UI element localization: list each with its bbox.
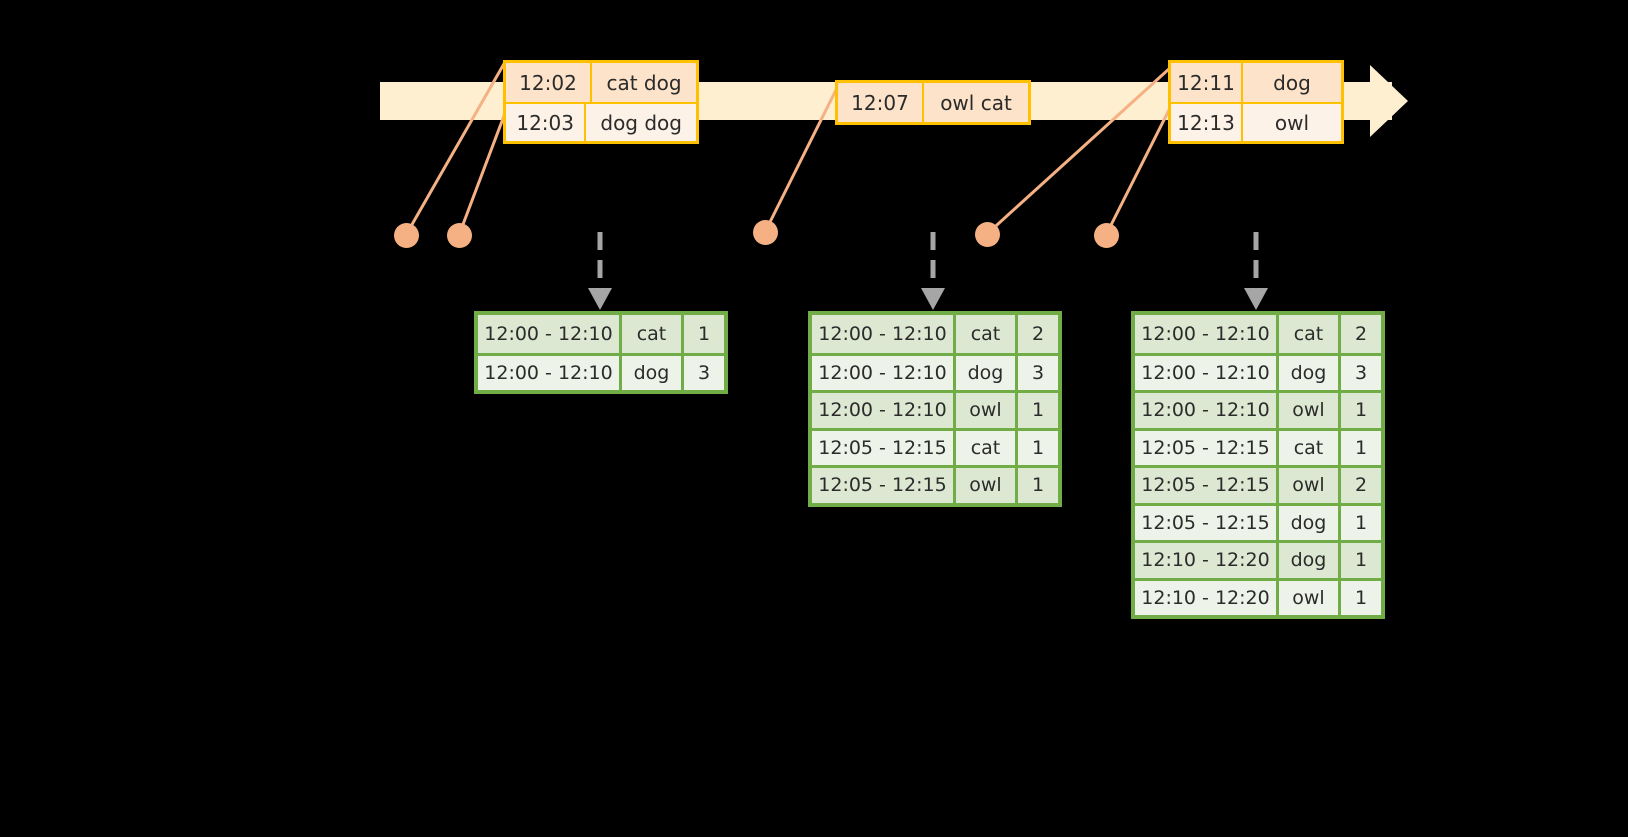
dot-1213-leader-line <box>1104 103 1174 236</box>
key-cell: owl <box>1279 468 1341 503</box>
event-group-3: 12:11 dog 12:13 owl <box>1168 60 1344 144</box>
event-row: 12:02 cat dog <box>506 63 696 102</box>
event-group-2: 12:07 owl cat <box>835 80 1031 125</box>
event-words: dog dog <box>600 110 682 135</box>
dot-1207 <box>752 219 778 245</box>
count-cell: 3 <box>1354 361 1368 384</box>
window-cell: 12:10 - 12:20 <box>1135 580 1279 615</box>
key-cell: dog <box>1279 505 1341 540</box>
window-cell: 12:05 - 12:15 <box>812 468 956 503</box>
timeline-arrow-head-icon <box>1370 65 1408 137</box>
event-words: owl cat <box>940 90 1012 115</box>
key-cell: dog <box>622 355 684 390</box>
window-cell: 12:05 - 12:15 <box>1135 505 1279 540</box>
key-cell: cat <box>622 315 684 353</box>
event-timestamp: 12:03 <box>506 104 587 141</box>
count-cell: 2 <box>1354 474 1368 497</box>
dot-1211 <box>974 221 1000 247</box>
event-timestamp: 12:07 <box>838 83 924 122</box>
window-cell: 12:00 - 12:10 <box>1135 355 1279 390</box>
dot-1203 <box>446 222 472 248</box>
event-row: 12:07 owl cat <box>838 83 1028 122</box>
key-cell: cat <box>1279 315 1341 353</box>
key-cell: dog <box>1279 543 1341 578</box>
count-cell: 3 <box>697 361 711 384</box>
window-cell: 12:10 - 12:20 <box>1135 543 1279 578</box>
window-cell: 12:00 - 12:10 <box>478 355 622 390</box>
count-cell: 1 <box>1354 549 1368 572</box>
window-cell: 12:05 - 12:15 <box>1135 430 1279 465</box>
event-words: owl <box>1274 110 1310 135</box>
key-cell: cat <box>956 430 1018 465</box>
count-cell: 3 <box>1031 361 1045 384</box>
count-cell: 2 <box>1031 322 1045 345</box>
dot-1213 <box>1093 222 1119 248</box>
count-cell: 1 <box>1354 436 1368 459</box>
window-cell: 12:00 - 12:10 <box>1135 393 1279 428</box>
event-words: cat dog <box>606 70 682 95</box>
key-cell: dog <box>1279 355 1341 390</box>
dash-arrow-3 <box>1244 232 1268 310</box>
count-cell: 2 <box>1354 322 1368 345</box>
count-cell: 1 <box>1031 436 1045 459</box>
event-row: 12:11 dog <box>1171 63 1341 102</box>
window-cell: 12:00 - 12:10 <box>812 315 956 353</box>
event-timestamp: 12:02 <box>506 63 592 102</box>
window-cell: 12:00 - 12:10 <box>812 355 956 390</box>
key-cell: cat <box>1279 430 1341 465</box>
dash-arrow-2 <box>921 232 945 310</box>
event-words: dog <box>1273 70 1311 95</box>
event-row: 12:13 owl <box>1171 102 1341 141</box>
event-timestamp: 12:11 <box>1171 63 1243 102</box>
key-cell: owl <box>956 468 1018 503</box>
window-cell: 12:05 - 12:15 <box>1135 468 1279 503</box>
event-row: 12:03 dog dog <box>506 102 696 141</box>
event-group-1: 12:02 cat dog 12:03 dog dog <box>503 60 699 144</box>
key-cell: cat <box>956 315 1018 353</box>
count-cell: 1 <box>1354 511 1368 534</box>
window-cell: 12:00 - 12:10 <box>812 393 956 428</box>
count-cell: 1 <box>1354 399 1368 422</box>
key-cell: owl <box>956 393 1018 428</box>
dot-1202 <box>393 222 419 248</box>
key-cell: dog <box>956 355 1018 390</box>
count-cell: 1 <box>1031 399 1045 422</box>
key-cell: owl <box>1279 580 1341 615</box>
window-cell: 12:00 - 12:10 <box>1135 315 1279 353</box>
count-cell: 1 <box>1354 586 1368 609</box>
count-cell: 1 <box>697 322 711 345</box>
key-cell: owl <box>1279 393 1341 428</box>
event-timestamp: 12:13 <box>1171 104 1243 141</box>
count-cell: 1 <box>1031 474 1045 497</box>
window-cell: 12:00 - 12:10 <box>478 315 622 353</box>
dash-arrow-1 <box>588 232 612 310</box>
window-cell: 12:05 - 12:15 <box>812 430 956 465</box>
